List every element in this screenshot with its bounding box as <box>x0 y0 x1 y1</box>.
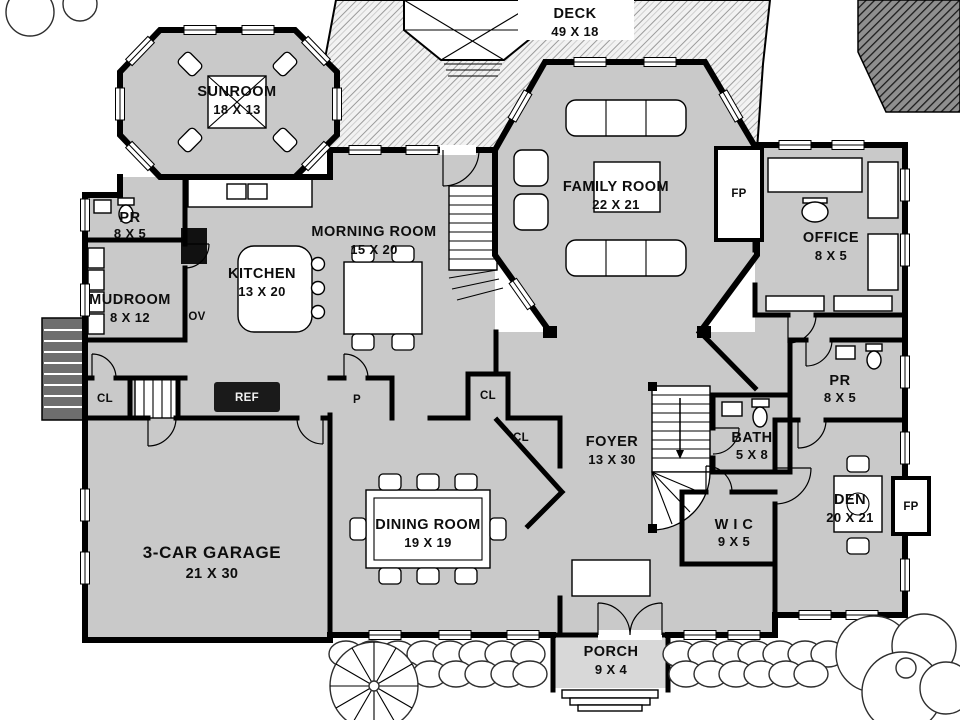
label-garage-name: 3-CAR GARAGE <box>143 543 282 562</box>
label-closet-hall: CL <box>97 393 113 405</box>
toilet-icon <box>866 350 882 370</box>
label-morning-dims: 15 X 20 <box>350 242 398 257</box>
deck-gazebo <box>403 0 542 77</box>
tree-right <box>835 613 960 720</box>
label-oven: OV <box>188 311 205 323</box>
morning-room-furniture <box>343 245 423 351</box>
stairs-back <box>134 377 179 419</box>
fireplace-den <box>891 476 931 536</box>
label-closet-center: CL <box>480 390 496 402</box>
bath-fixtures <box>721 398 770 428</box>
sink-icon <box>835 345 856 360</box>
toilet-icon <box>118 204 134 224</box>
label-bath-name: BATH <box>731 430 772 446</box>
built-ins <box>214 146 931 536</box>
pr-lower-fixtures <box>835 343 883 370</box>
landscaping <box>5 0 960 720</box>
label-porch-dims: 9 X 4 <box>595 662 628 677</box>
label-garage-dims: 21 X 30 <box>186 566 239 582</box>
walls <box>82 27 908 693</box>
label-deck-dims: 49 X 18 <box>551 24 599 39</box>
toilet-icon <box>752 406 768 428</box>
room-right-hall <box>755 315 905 420</box>
office-furniture <box>765 157 899 312</box>
label-porch-name: PORCH <box>584 644 639 660</box>
sink-icon <box>721 401 743 417</box>
label-family-dims: 22 X 21 <box>592 197 640 212</box>
label-mudroom-dims: 8 X 12 <box>110 310 150 325</box>
label-closet-foyer: CL <box>513 432 529 444</box>
pr-upper-fixtures <box>93 197 135 224</box>
label-deck-name: DECK <box>553 6 596 22</box>
doors <box>91 145 833 640</box>
fireplace-top <box>714 146 764 242</box>
sink-icon <box>93 199 112 214</box>
label-bath-dims: 5 X 8 <box>736 447 768 462</box>
porch-steps <box>561 689 659 712</box>
bushes-top-left <box>5 0 98 37</box>
corner-deck <box>857 0 960 113</box>
label-sunroom-dims: 18 X 13 <box>213 102 261 117</box>
label-foyer-name: FOYER <box>586 434 638 450</box>
dining-furniture <box>349 473 507 585</box>
sink-icon <box>226 183 247 200</box>
room-garage <box>85 418 330 640</box>
exterior-side-steps <box>41 317 86 421</box>
label-wic-dims: 9 X 5 <box>718 534 750 549</box>
fridge-icon <box>214 382 280 412</box>
labels: DECK 49 X 18 SUNROOM 18 X 13 FAMILY ROOM… <box>89 6 918 677</box>
label-mudroom-name: MUDROOM <box>89 292 171 308</box>
label-pr-upper-dims: 8 X 5 <box>114 226 146 241</box>
label-morning-name: MORNING ROOM <box>311 224 436 240</box>
foyer-console <box>571 559 651 597</box>
label-family-name: FAMILY ROOM <box>563 179 669 195</box>
label-den-dims: 20 X 21 <box>826 510 874 525</box>
label-pr-lower-name: PR <box>829 373 850 389</box>
label-pantry: P <box>353 394 361 406</box>
label-wic-name: W I C <box>715 517 754 533</box>
hedge-right <box>662 640 846 688</box>
sunroom-furniture <box>175 49 300 155</box>
label-sunroom-name: SUNROOM <box>197 84 276 100</box>
room-porch <box>553 635 668 688</box>
kitchen-fixtures <box>181 178 326 333</box>
tree-left <box>329 641 419 720</box>
deck-label-backdrop <box>518 0 634 40</box>
stair-arrow-icon <box>676 450 684 459</box>
label-fridge: REF <box>235 392 259 404</box>
label-dining-dims: 19 X 19 <box>404 535 452 550</box>
label-office-name: OFFICE <box>803 230 859 246</box>
family-room-furniture <box>513 99 687 277</box>
stairs-center <box>448 185 504 301</box>
label-office-dims: 8 X 5 <box>815 248 847 263</box>
label-pr-upper-name: PR <box>119 210 140 226</box>
label-fp-top: FP <box>731 188 746 200</box>
label-dining-name: DINING ROOM <box>375 517 480 533</box>
den-furniture <box>833 455 883 555</box>
stool-icon <box>310 256 326 272</box>
label-foyer-dims: 13 X 30 <box>588 452 636 467</box>
label-fp-den: FP <box>903 501 918 513</box>
label-kitchen-name: KITCHEN <box>228 266 296 282</box>
label-den-name: DEN <box>834 492 866 508</box>
label-pr-lower-dims: 8 X 5 <box>824 390 856 405</box>
label-kitchen-dims: 13 X 20 <box>238 284 286 299</box>
